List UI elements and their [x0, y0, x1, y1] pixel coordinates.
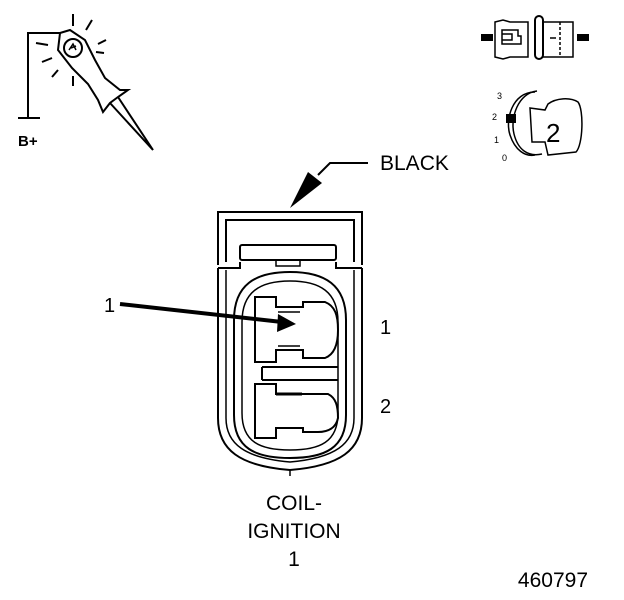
connector-disconnected-icon — [481, 15, 589, 60]
cavity-divider — [261, 366, 338, 381]
figure-id: 460797 — [518, 569, 588, 592]
key-cylinder-edge — [512, 90, 543, 156]
shoulder-right — [335, 262, 362, 269]
connector-name-line-2: IGNITION — [247, 520, 340, 543]
key-position-2: 2 — [492, 112, 497, 122]
key-label: 2 — [546, 118, 560, 148]
cavity-1 — [254, 296, 340, 363]
terminal-callout: 1 — [104, 295, 296, 332]
connector-name-line-1: COIL- — [266, 492, 322, 515]
connector-half-right — [543, 21, 574, 58]
seal-ring-outer — [233, 270, 347, 460]
callout-arrowhead — [277, 314, 296, 332]
cavity-1-terminal — [278, 311, 300, 347]
key-position-marker — [506, 114, 516, 123]
key-position-0: 0 — [502, 153, 507, 163]
latch-tab — [275, 259, 301, 267]
lamp-filament — [68, 42, 77, 51]
key-position-1: 1 — [494, 135, 499, 145]
color-leader-arrow — [290, 172, 322, 208]
body-outer-inner — [225, 270, 355, 463]
wire-right — [577, 34, 589, 41]
connector-latch — [501, 29, 522, 45]
cavity-2 — [254, 383, 340, 439]
color-label: BLACK — [380, 152, 449, 175]
key-cylinder — [507, 91, 536, 157]
connector-name-line-3: 1 — [288, 548, 300, 571]
shoulder-left — [218, 262, 241, 269]
wire-left — [481, 34, 493, 41]
connector-half-left — [494, 19, 529, 60]
connector-seal — [534, 15, 544, 60]
lamp-glow-rays — [35, 14, 107, 86]
callout-number: 1 — [104, 295, 115, 317]
key-position-3: 3 — [497, 91, 502, 101]
callout-leader-line — [119, 302, 283, 324]
test-lamp-icon: B+ — [18, 14, 154, 151]
color-callout: BLACK — [290, 152, 449, 208]
lamp-body — [56, 28, 132, 114]
connector-body — [217, 211, 363, 476]
cavity-label-1: 1 — [380, 317, 391, 339]
b-plus-label: B+ — [18, 133, 38, 150]
connector-name: COIL- IGNITION 1 — [247, 492, 340, 571]
color-leader-line — [317, 162, 368, 176]
lamp-probe — [109, 96, 154, 151]
connector-latch-bar — [239, 244, 337, 261]
key-head — [529, 98, 583, 156]
connector-inner-frame — [225, 219, 355, 262]
connector-outer-frame — [217, 211, 363, 265]
cavity-label-2: 2 — [380, 396, 391, 418]
b-plus-lead — [27, 32, 60, 118]
ignition-key-icon: 3 2 1 0 2 — [492, 90, 583, 163]
lamp-bulb — [63, 38, 83, 58]
